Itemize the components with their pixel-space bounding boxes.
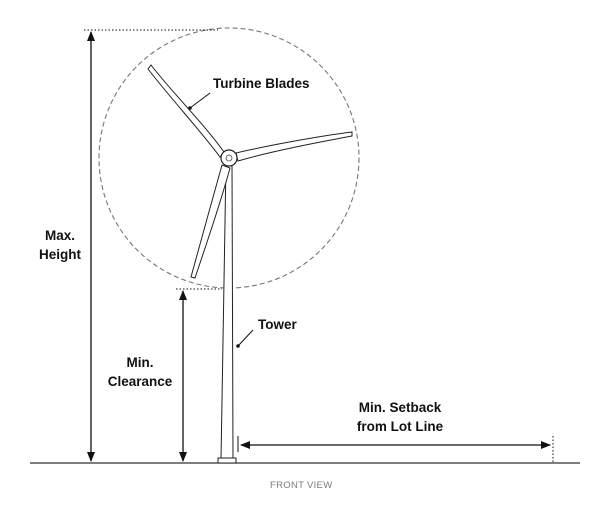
max-height-label: Max. Height <box>38 226 82 264</box>
turbine-blades-leader <box>189 92 211 109</box>
tower-leader <box>237 329 254 347</box>
min-setback-label-line2: from Lot Line <box>356 419 444 434</box>
tower <box>220 162 234 461</box>
blade-right <box>235 131 353 162</box>
min-setback-label: Min. Setback from Lot Line <box>335 398 465 436</box>
turbine-blades-label: Turbine Blades <box>213 76 310 91</box>
rotor-hub-cap <box>225 154 233 162</box>
min-clearance-label-line2: Clearance <box>107 374 173 389</box>
tower-leader-dot <box>236 344 240 348</box>
min-clearance-label-line1: Min. <box>126 355 154 370</box>
tower-base <box>217 457 237 464</box>
turbine-blades-leader-dot <box>188 106 192 110</box>
min-clearance-label: Min. Clearance <box>100 353 180 391</box>
max-height-label-line2: Height <box>39 247 81 262</box>
min-setback-label-line1: Min. Setback <box>358 400 442 415</box>
blade-lower <box>190 164 231 279</box>
front-view-caption: FRONT VIEW <box>270 480 333 491</box>
tower-label: Tower <box>258 317 297 332</box>
blade-upper-left <box>147 64 225 158</box>
max-height-label-line1: Max. <box>44 228 75 243</box>
